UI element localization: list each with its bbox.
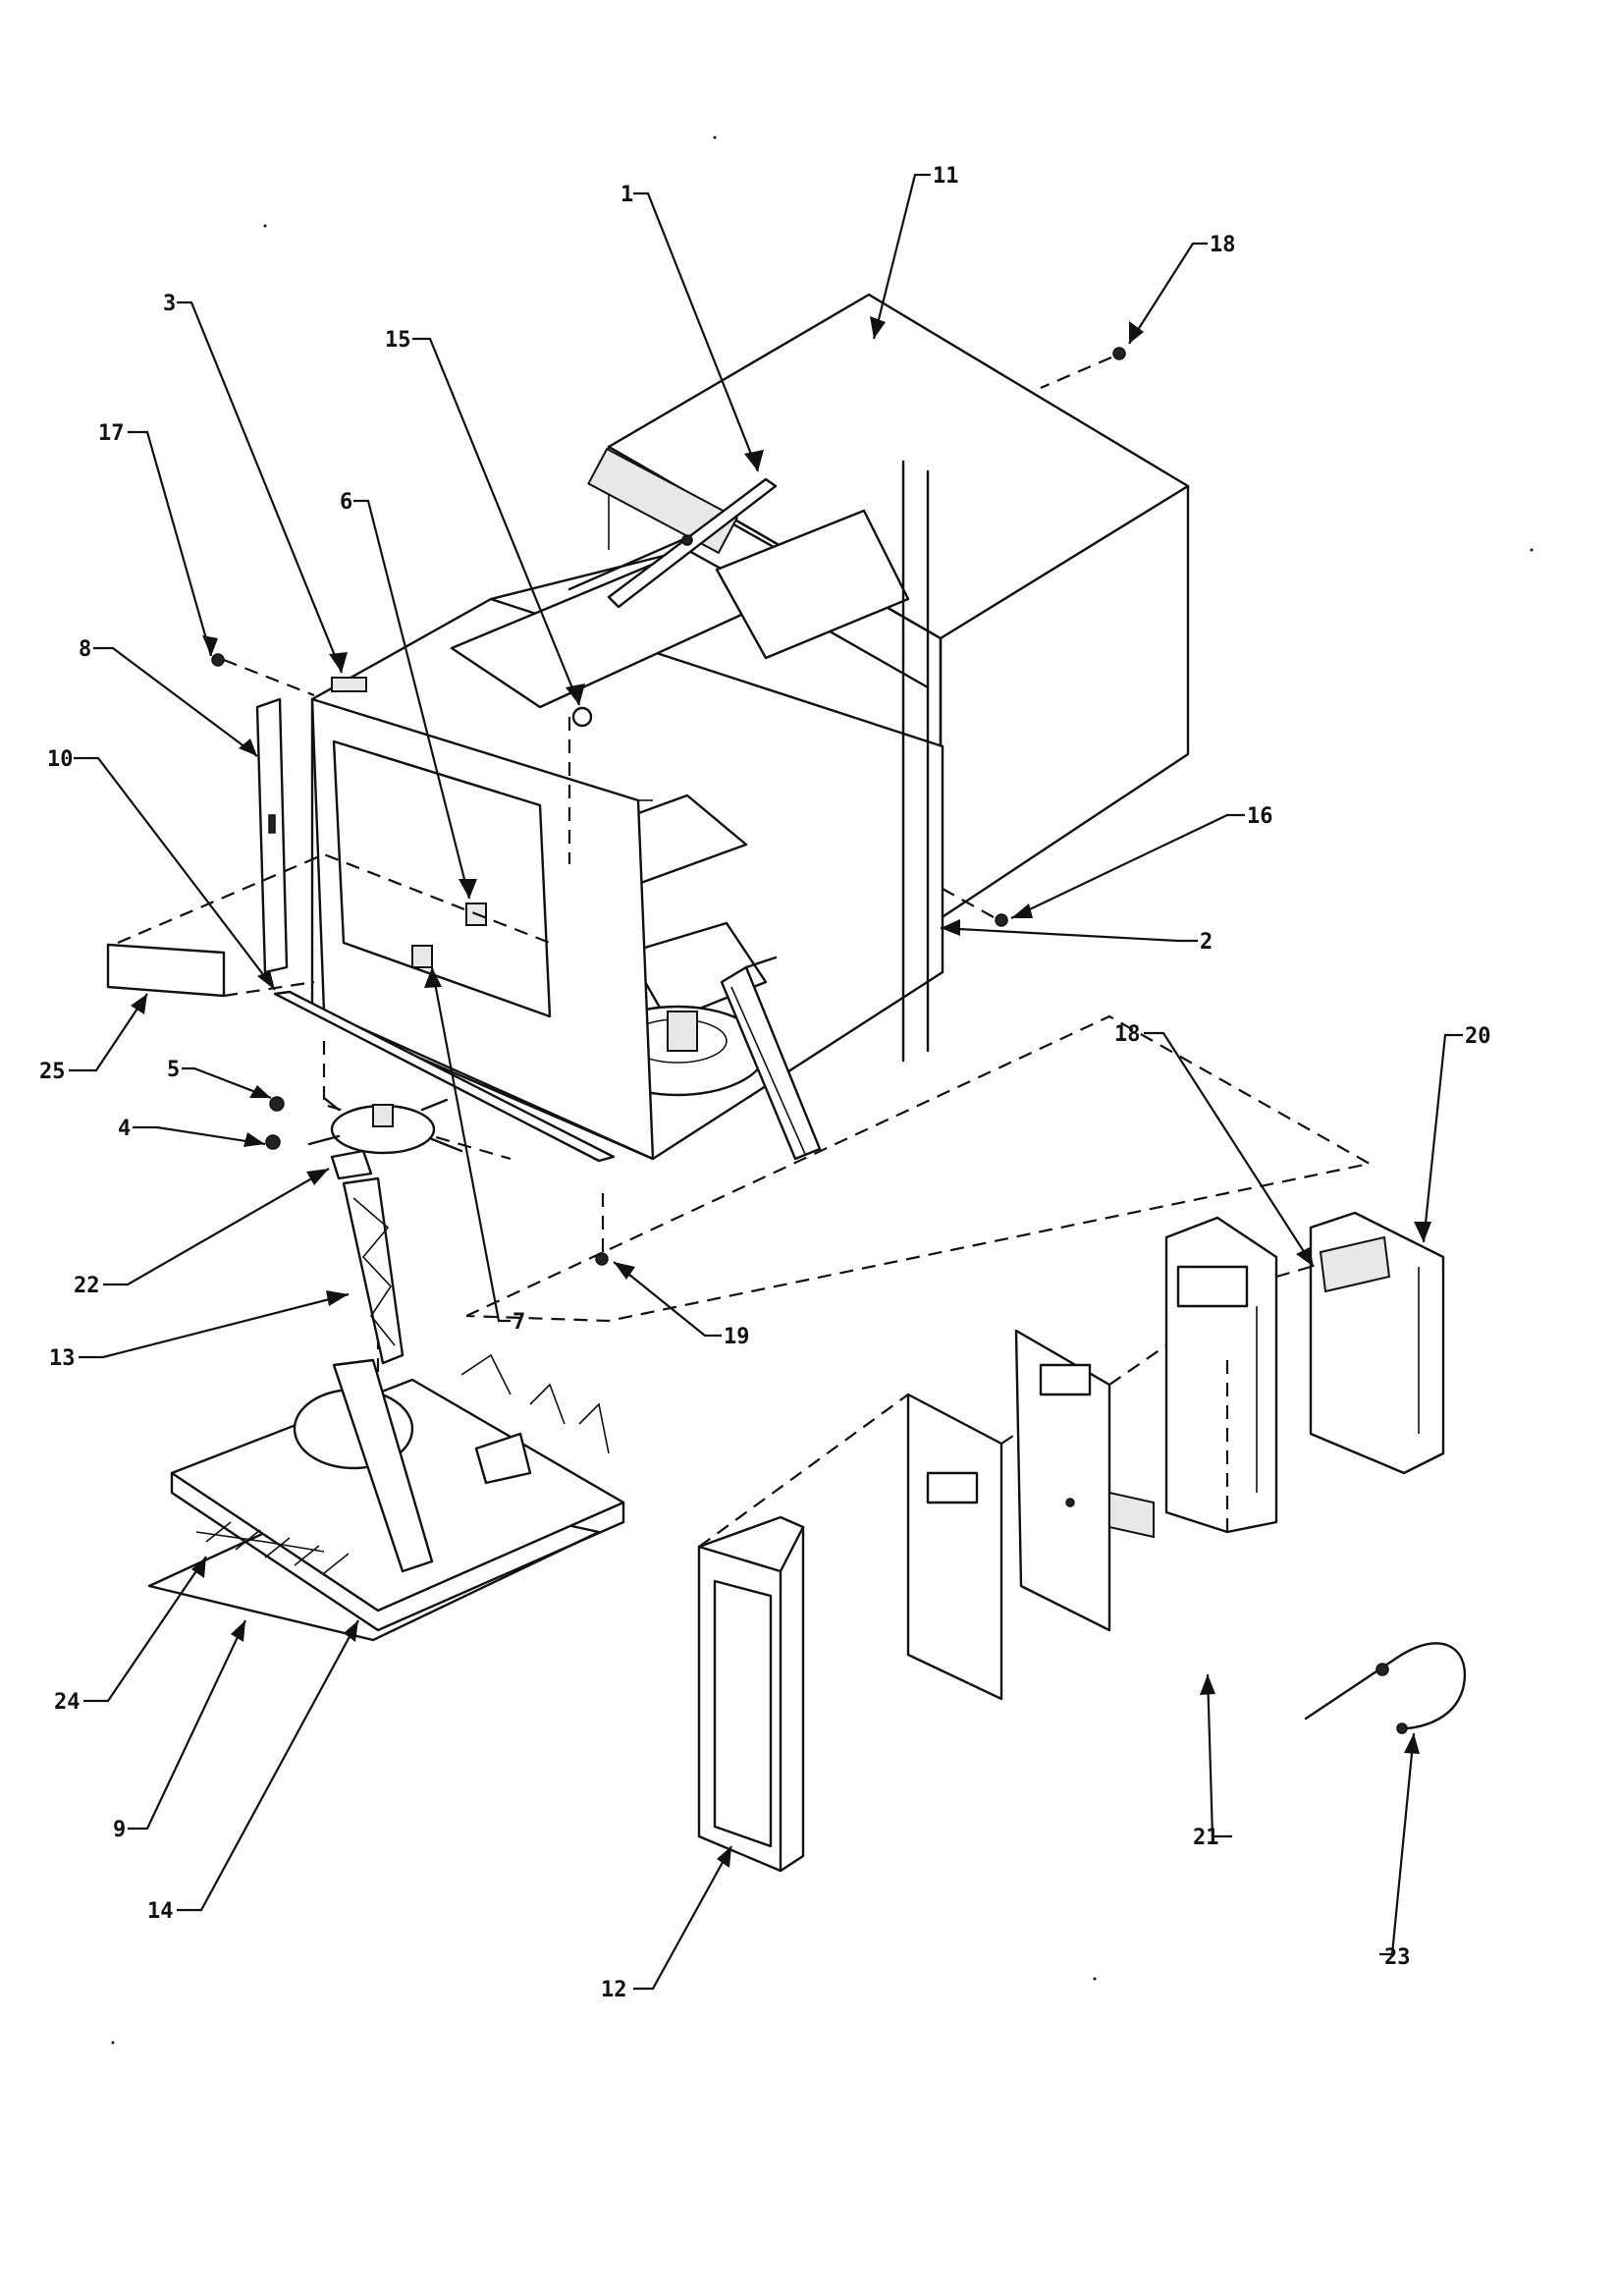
callout-18-right: 18 bbox=[1114, 1022, 1141, 1047]
part-7-clip bbox=[411, 945, 433, 968]
part-3-bracket bbox=[331, 677, 367, 692]
callout-2: 2 bbox=[1200, 930, 1213, 955]
part-20-bracket bbox=[1309, 1211, 1445, 1475]
callout-13: 13 bbox=[49, 1346, 76, 1371]
overlay-window bbox=[926, 1471, 979, 1504]
part-25-plate bbox=[106, 943, 226, 998]
stirrer-assembly bbox=[307, 1096, 463, 1180]
control-frame bbox=[697, 1515, 805, 1873]
callout-5: 5 bbox=[167, 1058, 180, 1082]
callout-7: 7 bbox=[512, 1310, 525, 1335]
callout-24: 24 bbox=[54, 1690, 81, 1715]
callout-11: 11 bbox=[933, 164, 959, 189]
callout-25: 25 bbox=[39, 1060, 66, 1084]
part-1-rail bbox=[607, 477, 778, 609]
callout-1: 1 bbox=[620, 183, 633, 207]
overlay-sheet bbox=[906, 1393, 1003, 1701]
temperature-probe bbox=[1304, 1642, 1466, 1734]
control-pcb bbox=[1164, 1216, 1278, 1534]
leader-arrowheads bbox=[131, 316, 1431, 1868]
callout-4: 4 bbox=[118, 1117, 131, 1141]
front-frame bbox=[310, 697, 655, 1161]
callout-22: 22 bbox=[74, 1274, 100, 1298]
callout-9: 9 bbox=[113, 1818, 126, 1842]
part-8-strip bbox=[255, 697, 289, 974]
callout-8: 8 bbox=[79, 637, 91, 662]
waveguide bbox=[342, 1176, 404, 1365]
part-15-fastener bbox=[571, 706, 593, 728]
callout-14: 14 bbox=[147, 1899, 174, 1924]
side-door-panel bbox=[720, 956, 822, 1161]
callout-20: 20 bbox=[1465, 1024, 1491, 1049]
callout-21: 21 bbox=[1193, 1826, 1219, 1850]
callout-18-top: 18 bbox=[1210, 233, 1236, 257]
scan-specks bbox=[111, 136, 1534, 2045]
callout-15: 15 bbox=[385, 328, 411, 353]
callout-10: 10 bbox=[47, 747, 74, 772]
callout-6: 6 bbox=[340, 490, 352, 515]
callout-3: 3 bbox=[163, 292, 176, 316]
callout-17: 17 bbox=[98, 421, 125, 446]
callout-23: 23 bbox=[1384, 1945, 1411, 1970]
leader-lines bbox=[69, 173, 1463, 1991]
tray-slats bbox=[205, 1521, 350, 1574]
keypad-board bbox=[1014, 1329, 1155, 1632]
callout-19: 19 bbox=[724, 1325, 750, 1349]
callout-labels: 1 2 3 4 5 6 7 8 9 10 11 12 13 14 15 16 1… bbox=[39, 164, 1491, 2002]
base-tray bbox=[147, 1353, 625, 1642]
callout-12: 12 bbox=[601, 1978, 627, 2002]
part-10-rail bbox=[273, 990, 616, 1163]
callout-16: 16 bbox=[1247, 804, 1273, 829]
assembly-lines-control bbox=[698, 1265, 1312, 1548]
